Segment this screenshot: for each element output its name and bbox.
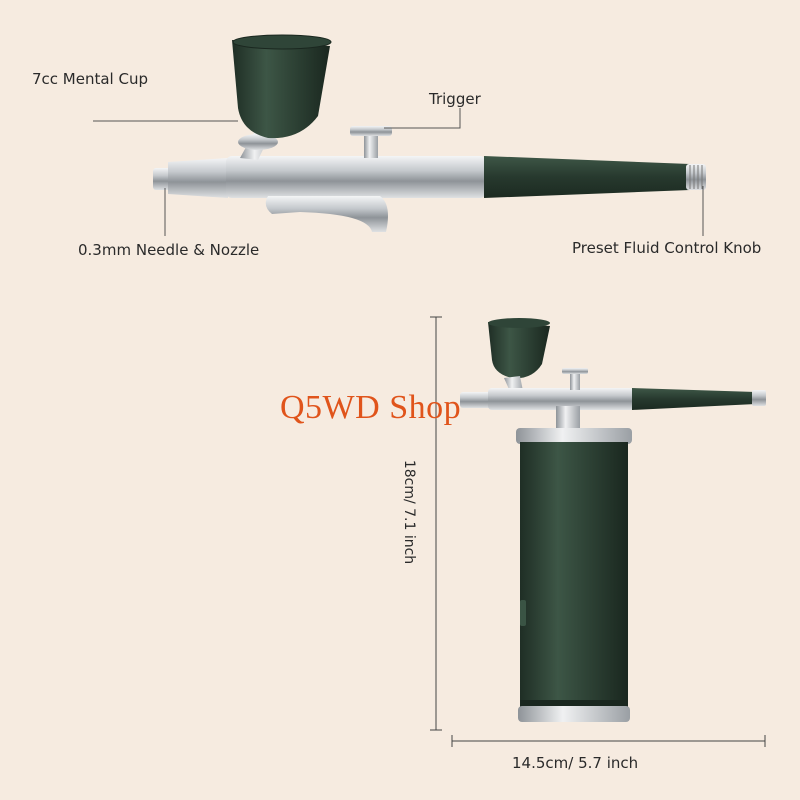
trigger bbox=[364, 132, 378, 158]
dimension-lines bbox=[430, 316, 766, 747]
chrome-body bbox=[226, 156, 486, 198]
knob-callout: Preset Fluid Control Knob bbox=[572, 239, 762, 257]
compact-airbrush-kit bbox=[460, 318, 766, 722]
small-paint-cup bbox=[488, 322, 550, 379]
callout-lines bbox=[93, 108, 704, 236]
height-dimension-label: 18cm/ 7.1 inch bbox=[401, 460, 417, 564]
needle-callout: 0.3mm Needle & Nozzle bbox=[78, 241, 260, 259]
top-airbrush bbox=[153, 34, 706, 232]
compressor-body bbox=[520, 442, 628, 704]
shop-watermark: Q5WD Shop bbox=[280, 389, 462, 426]
width-dimension-label: 14.5cm/ 5.7 inch bbox=[512, 754, 639, 772]
paint-cup bbox=[232, 40, 330, 139]
cup-callout: 7cc Mental Cup bbox=[32, 70, 148, 88]
nozzle-tip bbox=[153, 168, 171, 190]
rear-handle bbox=[484, 156, 690, 198]
fluid-control-knob bbox=[686, 164, 706, 190]
trigger-callout: Trigger bbox=[429, 90, 481, 108]
